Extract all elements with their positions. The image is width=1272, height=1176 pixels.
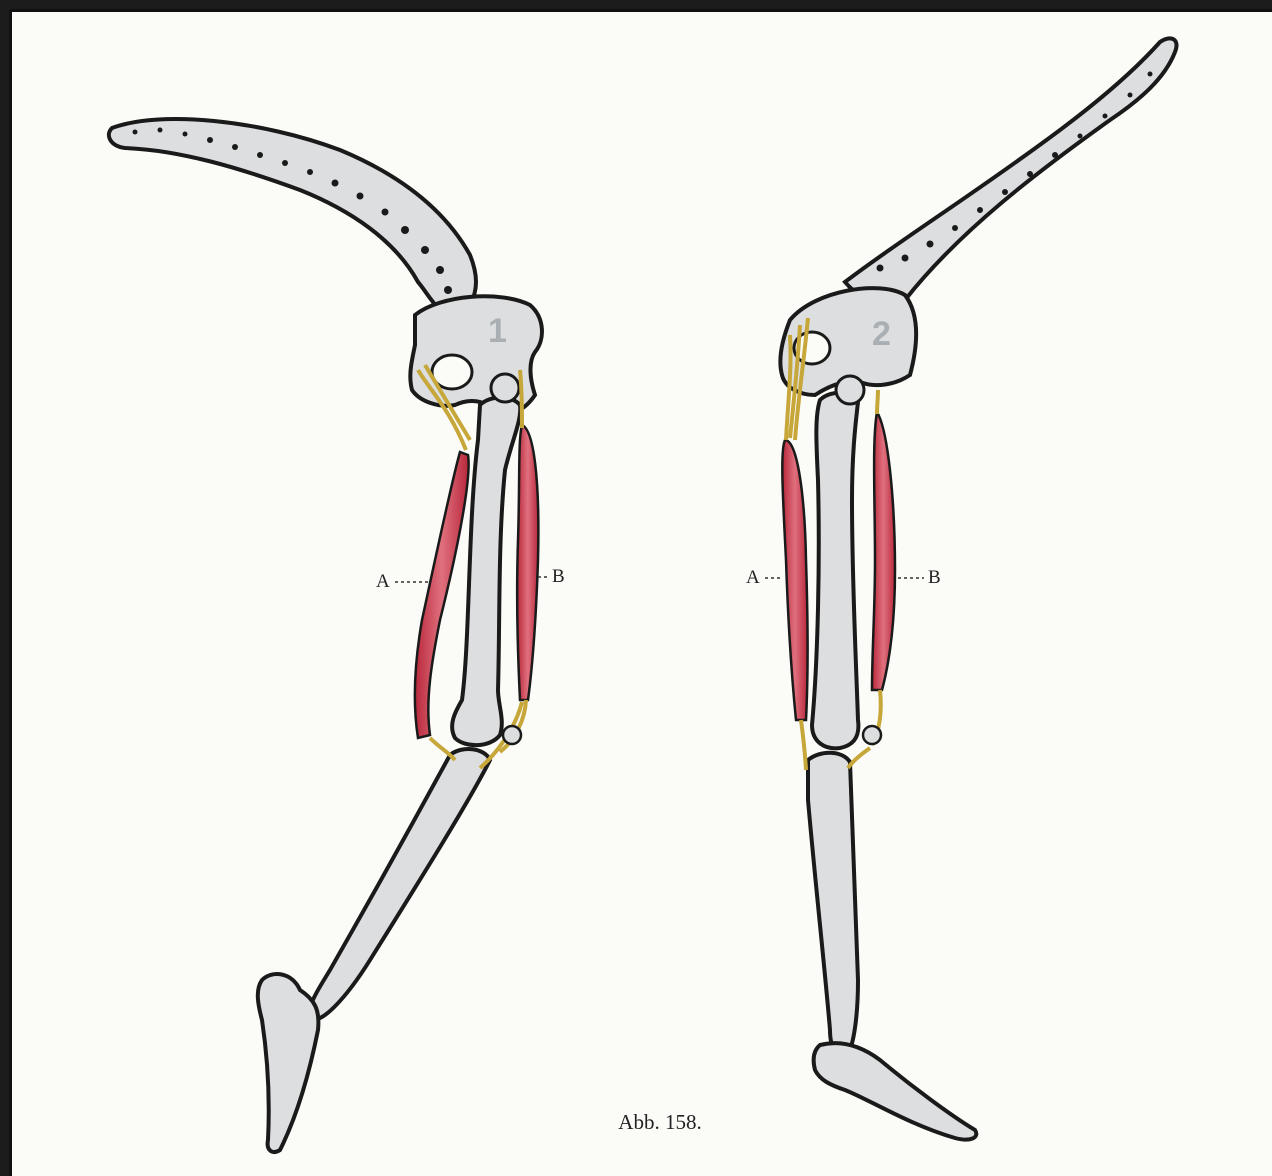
figure-1-label-a: A [376, 571, 390, 592]
figure-1: 1 A B [109, 119, 565, 1152]
figure-2-femur [812, 393, 858, 749]
figure-2-foot [814, 1043, 977, 1139]
figure-2-muscle-a [782, 440, 807, 720]
figure-1-patella [503, 726, 521, 744]
figure-2-number: 2 [872, 315, 891, 353]
figure-2-muscle-b [872, 412, 895, 690]
figure-1-label-b: B [552, 566, 565, 587]
figure-1-foot [258, 974, 319, 1152]
figure-2-patella [863, 726, 881, 744]
figure-1-spine [109, 119, 476, 310]
figure-1-femoral-head [491, 374, 519, 402]
figure-1-tibia [310, 749, 490, 1019]
figure-2-label-b: B [928, 567, 941, 588]
figure-2: 2 A B [746, 38, 1177, 1139]
figure-1-number: 1 [488, 312, 507, 350]
figure-caption: Abb. 158. [560, 1110, 760, 1135]
figure-2-spine [845, 38, 1177, 301]
figure-2-femoral-head [836, 376, 864, 404]
figure-1-muscle-b [517, 425, 538, 700]
figure-1-femur [452, 398, 520, 746]
figure-1-muscle-a [415, 452, 469, 738]
figure-2-label-a: A [746, 567, 760, 588]
figure-2-tibia [808, 753, 858, 1056]
